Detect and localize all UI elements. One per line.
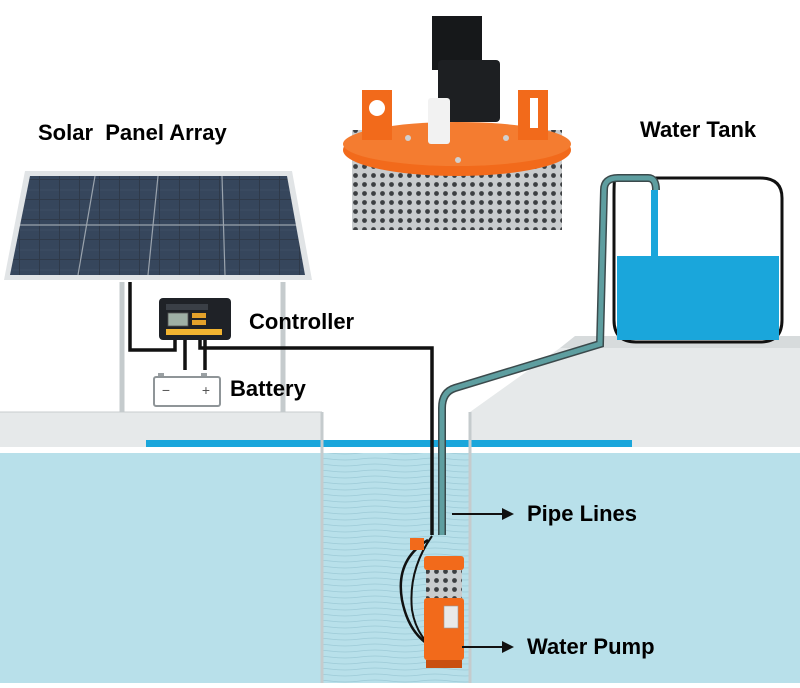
water-pump-label: Water Pump <box>527 634 655 659</box>
controller-label: Controller <box>249 309 355 334</box>
charge-controller <box>159 298 231 340</box>
pipe-lines-arrow <box>452 508 514 520</box>
pipe-lines-label: Pipe Lines <box>527 501 638 526</box>
water-tank <box>612 176 784 344</box>
pump-closeup-photo <box>343 16 571 230</box>
water-pump <box>399 535 464 668</box>
battery: − + <box>153 373 221 407</box>
ground <box>0 336 800 447</box>
battery-positive-terminal: + <box>202 382 210 398</box>
battery-negative-terminal: − <box>162 382 170 398</box>
solar-panel-label: Solar Panel Array <box>38 120 227 145</box>
pipe-line <box>438 174 660 535</box>
water-tank-label: Water Tank <box>640 117 757 142</box>
power-cables <box>128 282 434 535</box>
surface-water-line <box>146 440 632 447</box>
solar-panel <box>4 171 312 280</box>
water-pump-arrow <box>462 641 514 653</box>
battery-label: Battery <box>230 376 306 401</box>
